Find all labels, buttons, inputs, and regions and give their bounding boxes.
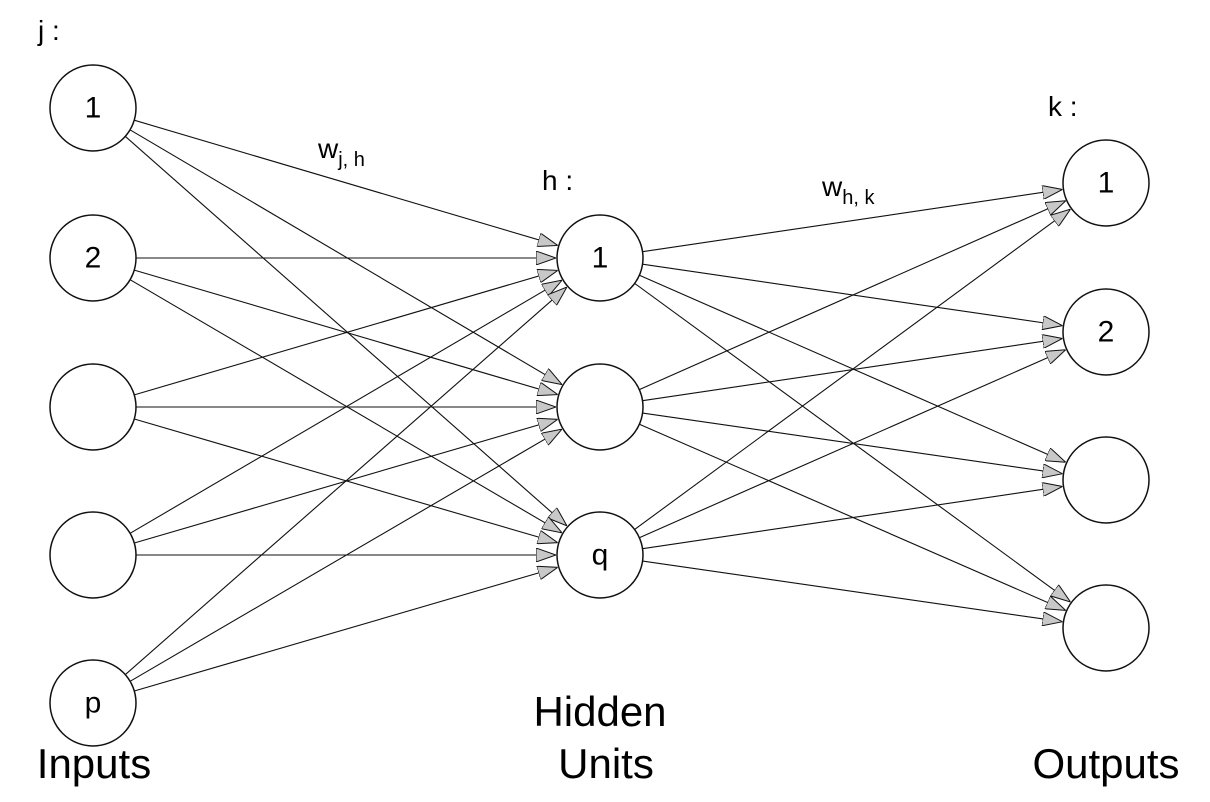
input-node-2: 2 [49, 214, 137, 302]
edge-hidden-1-to-output-4 [634, 282, 1070, 601]
edge-input-4-to-hidden-1 [129, 281, 561, 534]
input-node-circle [49, 511, 137, 599]
weight-symbol-hk: w [821, 171, 843, 202]
nodes: 1 2 p 1 q 1 2 [49, 64, 1150, 747]
hidden-layer-var-label: h : [542, 165, 573, 196]
edge-hidden-2-to-output-1 [639, 201, 1065, 391]
output-node-3 [1062, 436, 1150, 524]
input-node-circle [49, 363, 137, 451]
weight-label-input-hidden: wj, h [317, 133, 365, 171]
edge-input-1-to-hidden-2 [129, 129, 561, 384]
edge-input-2-to-hidden-2 [134, 269, 557, 394]
inputs-caption: Inputs [37, 740, 151, 787]
weight-subscript-hk: h, k [842, 187, 875, 209]
output-layer-var-label: k : [1048, 91, 1078, 122]
edge-hidden-3-to-output-3 [642, 487, 1062, 550]
input-node-circle [49, 214, 137, 302]
hidden-units-caption-line2: Units [558, 740, 654, 787]
edge-input-5-to-hidden-1 [124, 288, 566, 676]
edge-hidden-3-to-output-4 [642, 560, 1062, 622]
hidden-node-3: q [556, 511, 644, 599]
output-node-circle [1062, 584, 1150, 672]
hidden-node-2 [556, 363, 644, 451]
edge-hidden-1-to-output-1 [642, 190, 1062, 253]
input-node-5: p [49, 659, 137, 747]
hidden-node-label: q [592, 539, 609, 572]
input-node-circle [49, 659, 137, 747]
output-node-label: 1 [1098, 167, 1115, 200]
input-node-label: 1 [85, 92, 102, 125]
output-node-circle [1062, 436, 1150, 524]
connections [124, 119, 1070, 692]
output-node-2: 2 [1062, 288, 1150, 376]
edge-input-1-to-hidden-3 [124, 135, 566, 525]
edge-input-5-to-hidden-2 [129, 430, 561, 682]
output-node-label: 2 [1098, 316, 1115, 349]
hidden-node-label: 1 [592, 242, 609, 275]
edge-hidden-3-to-output-1 [634, 210, 1070, 530]
output-node-circle [1062, 288, 1150, 376]
edge-input-3-to-hidden-1 [134, 271, 557, 396]
input-node-3 [49, 363, 137, 451]
outputs-caption: Outputs [1032, 740, 1179, 787]
hidden-node-1: 1 [556, 214, 644, 302]
input-node-4 [49, 511, 137, 599]
edge-hidden-3-to-output-2 [639, 350, 1065, 539]
weight-subscript-jh: j, h [337, 149, 365, 171]
hidden-node-circle [556, 214, 644, 302]
input-node-label: p [85, 687, 102, 720]
hidden-node-circle [556, 363, 644, 451]
edge-input-5-to-hidden-3 [134, 568, 557, 692]
edge-input-2-to-hidden-3 [129, 279, 561, 533]
edge-hidden-1-to-output-3 [639, 274, 1064, 462]
edge-input-1-to-hidden-1 [134, 119, 557, 245]
input-node-circle [49, 64, 137, 152]
output-node-circle [1062, 139, 1150, 227]
input-node-1: 1 [49, 64, 137, 152]
hidden-units-caption-line1: Hidden [533, 688, 666, 735]
weight-symbol-jh: w [317, 133, 339, 164]
output-node-4 [1062, 584, 1150, 672]
input-layer-var-label: j : [37, 15, 60, 46]
hidden-node-circle [556, 511, 644, 599]
input-node-label: 2 [85, 242, 102, 275]
output-node-1: 1 [1062, 139, 1150, 227]
weight-label-hidden-output: wh, k [821, 171, 875, 209]
